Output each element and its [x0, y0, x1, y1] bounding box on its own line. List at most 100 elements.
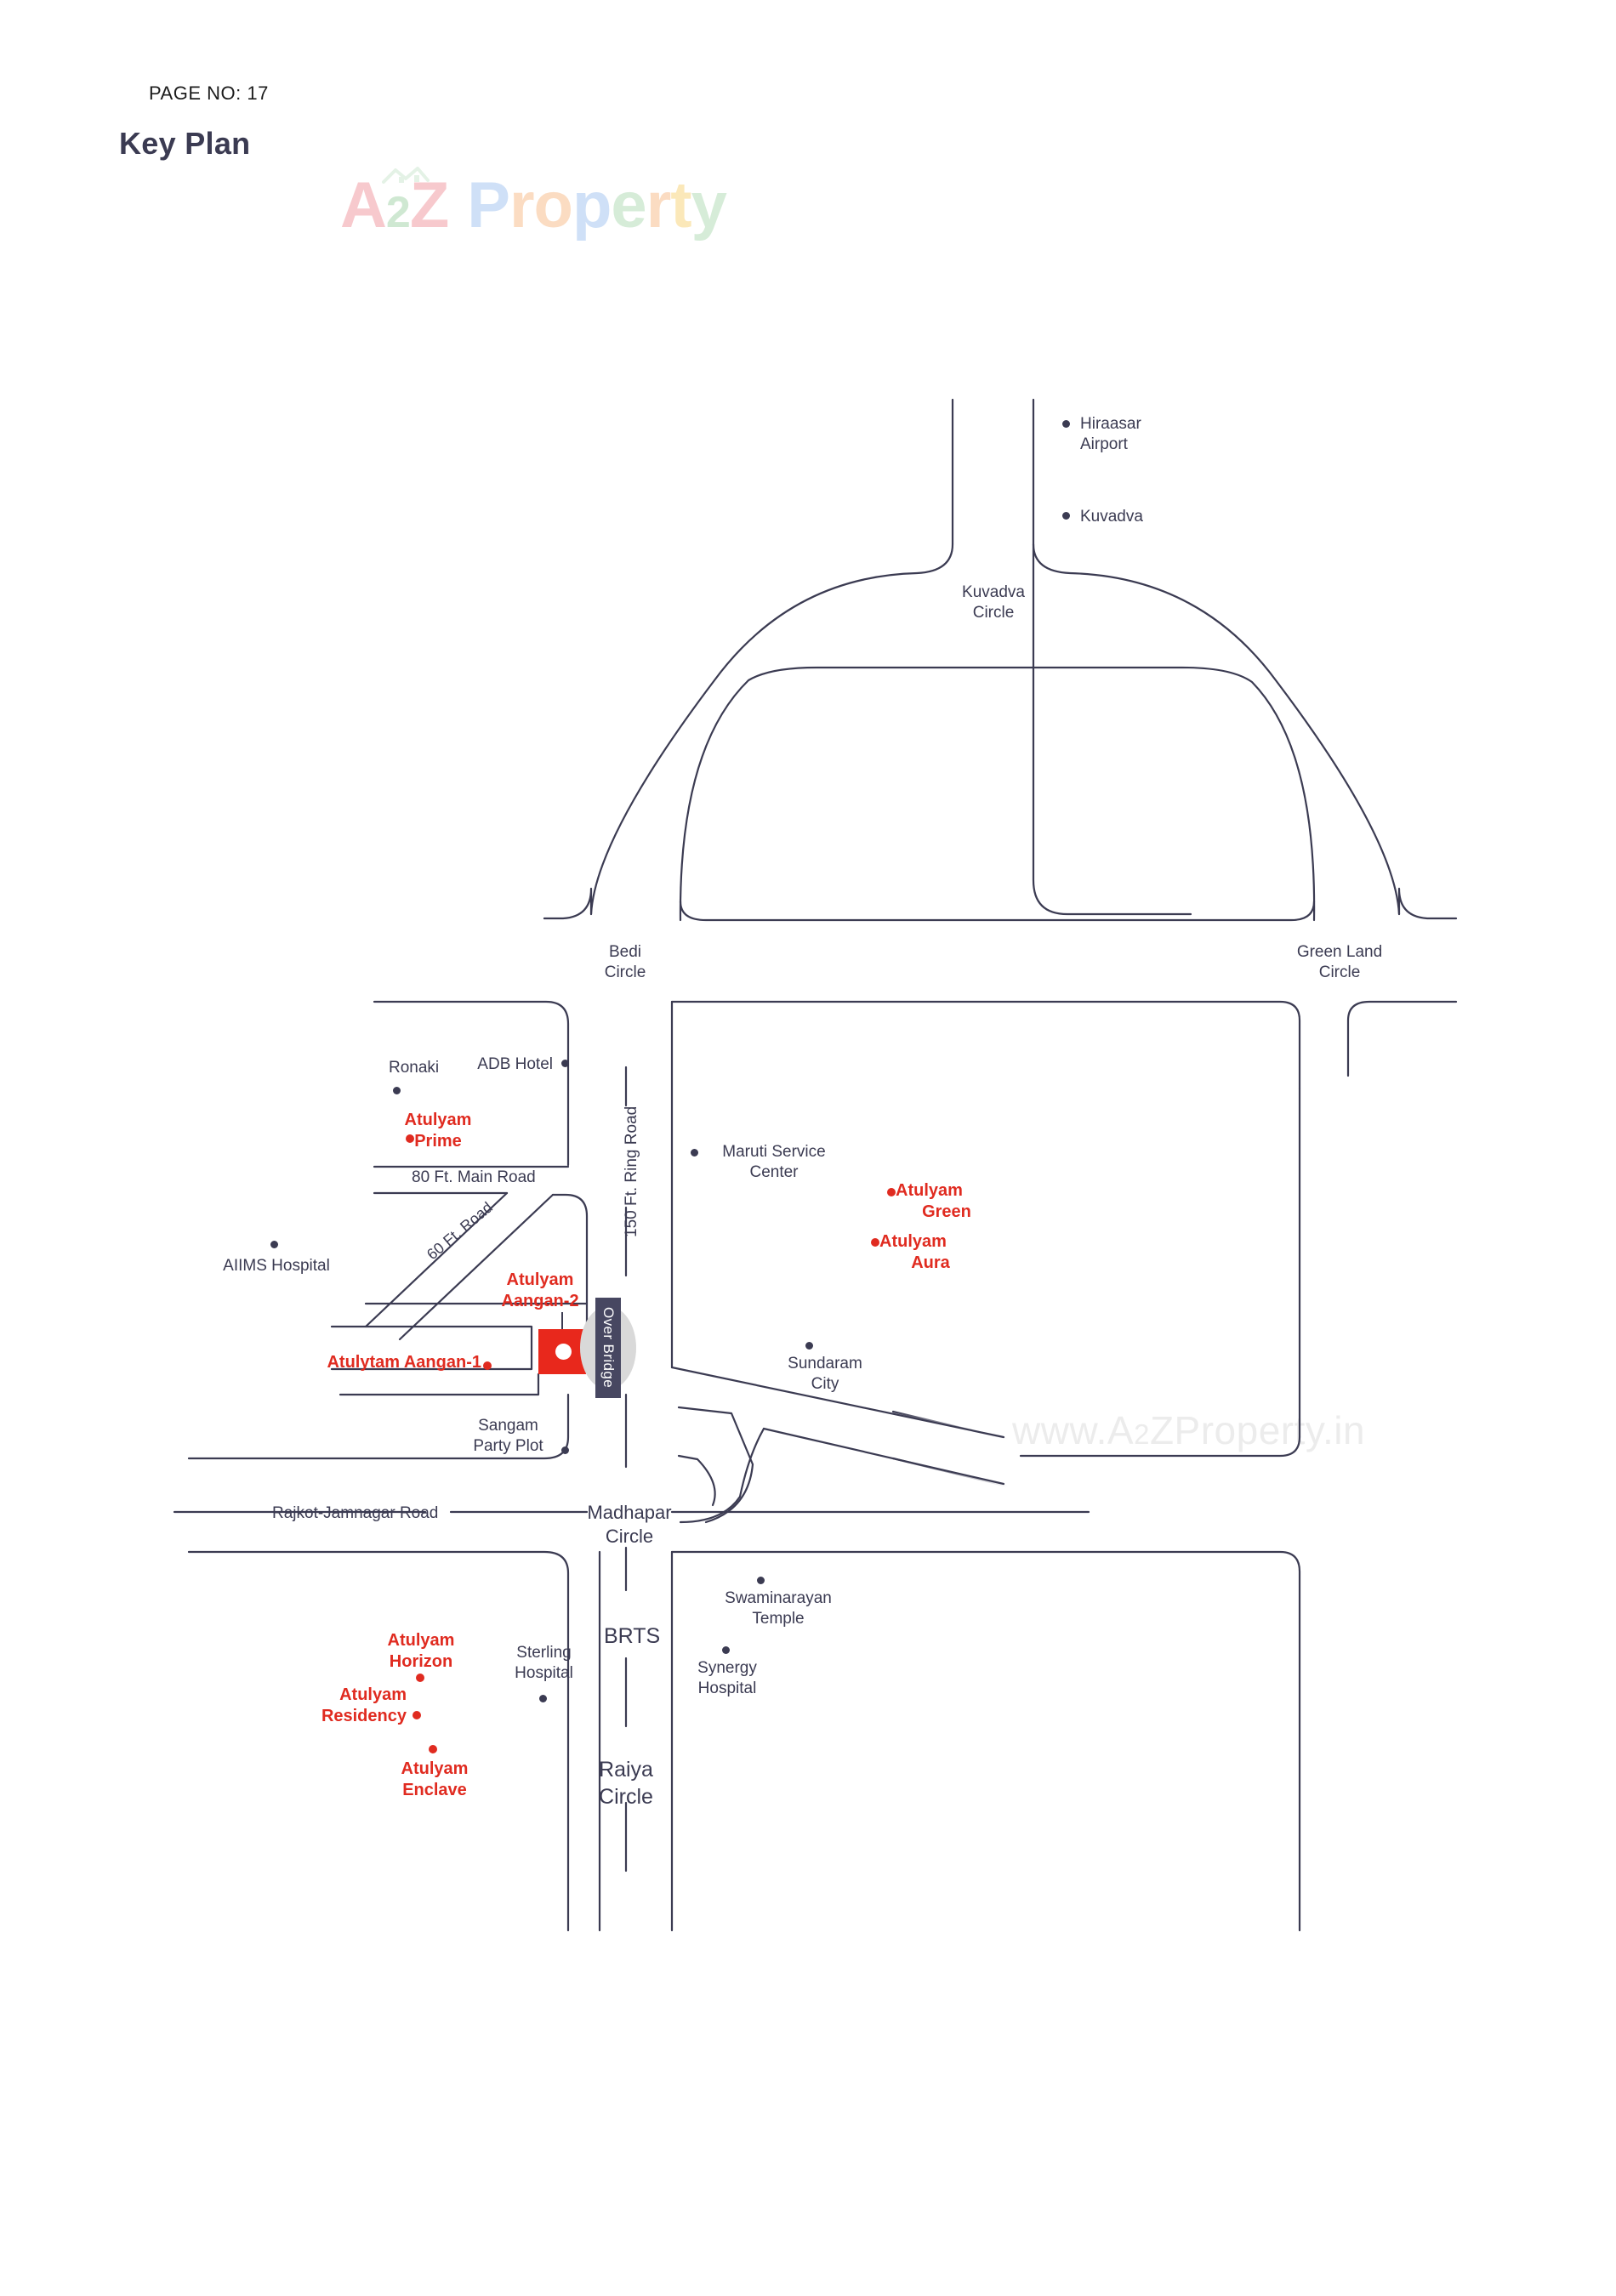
road-aangan-lower [339, 1372, 540, 1396]
logo-letter-p: P [467, 169, 510, 242]
dot-sangam-party-plot [561, 1446, 569, 1454]
dot-aiims-hospital [270, 1241, 278, 1248]
road-aangan-block-right [551, 1193, 589, 1328]
label-80ft-main-road: 80 Ft. Main Road [412, 1168, 536, 1186]
road-bottom-left-block [187, 1550, 570, 1932]
dot-atulyam-green [887, 1188, 896, 1196]
dot-kuvadva [1062, 512, 1070, 520]
road-right-lower-edge [672, 1480, 1300, 1522]
dot-atulytam-aangan-1 [483, 1361, 492, 1370]
dot-ronaki [393, 1087, 401, 1094]
site-marker-dot [555, 1344, 572, 1360]
label-brts: BRTS [604, 1624, 661, 1648]
road-right-block-left [672, 1002, 706, 1395]
watermark-url-suffix: ZProperty.in [1149, 1408, 1366, 1452]
watermark-url-sub: 2 [1134, 1418, 1150, 1450]
road-inner-arch [680, 672, 1314, 918]
road-right-block-rightedge [978, 1093, 1300, 1458]
logo-letter-t: t [670, 169, 691, 242]
site-marker-block[interactable] [538, 1329, 586, 1374]
road-block-prime [373, 1000, 570, 1167]
noop12 [1008, 1446, 1021, 1456]
logo-letter-e: e [611, 169, 646, 242]
dot-atulyam-enclave [429, 1745, 437, 1753]
dot-sterling-hospital [539, 1695, 547, 1702]
label-madhapar-circle: Madhapar Circle [587, 1502, 672, 1548]
road-bottom-right-block [670, 1550, 1301, 1932]
dot-swaminarayan-temple [757, 1577, 765, 1584]
road-aangan1-pocket [330, 1325, 533, 1371]
road-inner-arch-bottom [679, 900, 1316, 922]
label-atulyam-residency[interactable]: Atulyam Residency [321, 1685, 407, 1726]
dot-adb-hotel [561, 1060, 569, 1067]
road-outer-arch-left [589, 543, 954, 916]
label-rajkot-jamnagar-road: Rajkot-Jamnagar Road [272, 1504, 439, 1522]
road-outer-arch-right-end [1397, 887, 1458, 920]
road-airport-branch [1032, 398, 1192, 916]
dot-atulyam-horizon [416, 1674, 424, 1682]
label-atulyam-horizon[interactable]: Atulyam Horizon [387, 1631, 455, 1672]
label-raiya-circle: Raiya Circle [599, 1758, 653, 1809]
label-ronaki: Ronaki [389, 1059, 440, 1077]
label-kuvadva-circle: Kuvadva Circle [962, 583, 1025, 622]
label-sundaram-city: Sundaram City [788, 1355, 862, 1394]
noop10 [672, 1437, 1300, 1456]
page-title: Key Plan [119, 126, 251, 161]
label-atulyam-enclave[interactable]: Atulyam Enclave [401, 1759, 469, 1800]
logo-letter-y: y [691, 169, 727, 242]
label-sterling-hospital: Sterling Hospital [515, 1644, 573, 1683]
road-right-diagonal-2 [672, 1403, 1004, 1475]
road-inner-arch-main [679, 666, 1316, 922]
road-fade-diag2 [891, 1457, 1010, 1488]
road-far-right-block [1346, 1000, 1458, 1077]
road-fade-diag1 [891, 1410, 1010, 1441]
label-bedi-circle: Bedi Circle [604, 943, 646, 982]
road-60ft-b [398, 1193, 555, 1341]
label-atulyam-aura[interactable]: Atulyam Aura [879, 1232, 950, 1273]
label-hiraasar-airport: Hiraasar Airport [1080, 415, 1141, 454]
dot-sundaram-city [805, 1342, 813, 1350]
label-swaminarayan-temple: Swaminarayan Temple [725, 1589, 832, 1628]
dot-maruti-service-center [691, 1149, 698, 1157]
road-interchange-b [677, 1454, 716, 1507]
road-right-diagonal-3 [762, 1427, 1005, 1486]
label-green-land-circle: Green Land Circle [1296, 943, 1383, 982]
label-atulyam-prime[interactable]: Atulyam Prime [404, 1111, 472, 1151]
road-interchange-c [679, 1427, 765, 1524]
logo-letter-p2: p [572, 169, 612, 242]
label-atulyam-aangan-2[interactable]: Atulyam Aangan-2 [501, 1270, 579, 1311]
dot-atulyam-residency [413, 1711, 421, 1719]
logo-letter-2: 2 [385, 188, 411, 237]
label-150ft-ring-road: 150 Ft. Ring Road [623, 1105, 640, 1237]
road-outer-arch-left-end [543, 887, 593, 920]
label-maruti-service-center: Maruti Service Center [722, 1143, 826, 1182]
logo-letter-r2: r [646, 169, 672, 242]
logo-letter-r: r [509, 169, 535, 242]
road-interchange-a [677, 1406, 754, 1524]
road-right-block-bottom-right [1019, 1435, 1301, 1458]
road-bedi-lower-left [544, 999, 598, 1054]
label-aiims-hospital: AIIMS Hospital [223, 1257, 330, 1275]
logo-letter-o: o [533, 169, 573, 242]
page-number: PAGE NO: 17 [149, 82, 269, 104]
label-atulytam-aangan-1[interactable]: Atulytam Aangan-1 [327, 1353, 481, 1372]
road-right-block-top [670, 1000, 1301, 1090]
road-bottom-right-corner [672, 1552, 691, 1930]
label-synergy-hospital: Synergy Hospital [697, 1659, 757, 1698]
dot-hiraasar-airport [1062, 420, 1070, 428]
road-right-block-enclose [1029, 1088, 1300, 1459]
dot-atulyam-aura [871, 1238, 879, 1247]
label-kuvadva: Kuvadva [1080, 508, 1143, 526]
over-bridge-label: Over Bridge [600, 1307, 617, 1389]
dot-synergy-hospital [722, 1646, 730, 1654]
dot-atulyam-prime [406, 1134, 414, 1143]
label-adb-hotel: ADB Hotel [477, 1055, 553, 1073]
road-ring-outer-left [544, 544, 953, 931]
logo-letter-a: A [340, 169, 387, 242]
watermark-url-prefix: www.A [1012, 1408, 1135, 1452]
road-outer-arch-right [1032, 543, 1401, 916]
website-watermark: www.A2ZProperty.in [1012, 1407, 1365, 1453]
label-atulyam-green[interactable]: Atulyam Green [896, 1181, 971, 1222]
